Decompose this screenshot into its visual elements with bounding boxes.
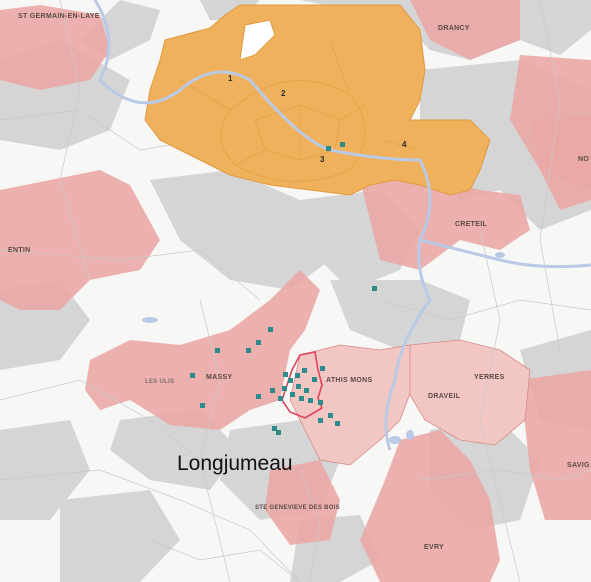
pink-zones-light	[289, 339, 531, 466]
square-marker-icon	[278, 396, 283, 401]
label-evry: EVRY	[424, 544, 445, 551]
square-marker-icon	[283, 372, 288, 377]
label-draveil: DRAVEIL	[428, 393, 461, 400]
square-marker-icon	[320, 366, 325, 371]
square-marker-icon	[276, 430, 281, 435]
square-marker-icon	[304, 388, 309, 393]
square-marker-icon	[190, 373, 195, 378]
label-st-germain-en-laye: ST GERMAIN-EN-LAYE	[18, 13, 100, 20]
label-savig: SAVIG	[567, 462, 590, 469]
square-marker-icon	[295, 373, 300, 378]
square-marker-icon	[340, 142, 345, 147]
arrondissement-label: 3	[320, 155, 325, 164]
label-drancy: DRANCY	[438, 25, 470, 32]
square-marker-icon	[302, 368, 307, 373]
square-marker-icon	[268, 327, 273, 332]
square-marker-icon	[318, 400, 323, 405]
arrondissement-label: 1	[228, 74, 233, 83]
label-longjumeau: Longjumeau	[177, 452, 293, 475]
square-marker-icon	[308, 398, 313, 403]
water-bodies	[142, 252, 505, 444]
square-marker-icon	[200, 403, 205, 408]
square-marker-icon	[246, 348, 251, 353]
point-markers	[190, 142, 377, 435]
square-marker-icon	[272, 426, 277, 431]
label-les-ulis: LES ULIS	[145, 379, 175, 385]
square-marker-icon	[296, 384, 301, 389]
square-marker-icon	[256, 340, 261, 345]
river-seine	[93, 0, 591, 451]
square-marker-icon	[372, 286, 377, 291]
square-marker-icon	[270, 388, 275, 393]
square-marker-icon	[282, 386, 287, 391]
square-marker-icon	[215, 348, 220, 353]
paris-area	[144, 4, 491, 196]
arrondissement-label: 4	[402, 140, 407, 149]
square-marker-icon	[312, 377, 317, 382]
square-marker-icon	[328, 413, 333, 418]
label-creteil: CRETEIL	[455, 221, 488, 228]
longjumeau-boundary	[281, 351, 323, 419]
square-marker-icon	[256, 394, 261, 399]
label-yerres: YERRES	[474, 374, 505, 381]
square-marker-icon	[299, 396, 304, 401]
square-marker-icon	[335, 421, 340, 426]
label-athis-mons: ATHIS MONS	[326, 377, 373, 384]
label-no: NO	[578, 156, 590, 163]
label-quentin: ENTIN	[8, 247, 31, 254]
label-ste-genevieve-des-bois: STE GENEVIEVE DES BOIS	[255, 505, 340, 511]
square-marker-icon	[318, 418, 323, 423]
label-massy: MASSY	[206, 374, 233, 381]
square-marker-icon	[326, 146, 331, 151]
arrondissement-label: 2	[281, 89, 286, 98]
square-marker-icon	[288, 378, 293, 383]
square-marker-icon	[290, 392, 295, 397]
